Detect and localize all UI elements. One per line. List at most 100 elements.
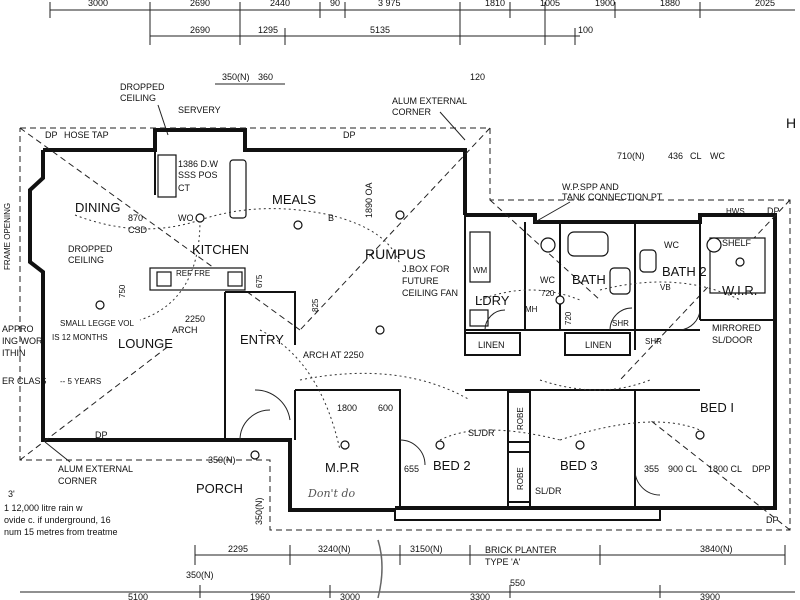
room-robe-2: ROBE	[516, 467, 525, 490]
note-wo: WO	[178, 213, 194, 223]
room-ldry: LDRY	[475, 293, 510, 308]
dim-bottom-2: 3240(N)	[318, 544, 351, 554]
dim-cl: CL	[690, 151, 702, 161]
note-dp-2: DP	[343, 130, 356, 140]
dim-top2-4: 100	[578, 25, 593, 35]
dim-top-9: 1880	[660, 0, 680, 8]
margin-text-1: APPRO	[2, 324, 34, 334]
note-sss-pos: SSS POS	[178, 170, 218, 180]
note-b: B	[328, 213, 334, 223]
dim-900-cl: 900 CL	[668, 464, 697, 474]
interior-walls	[149, 130, 775, 508]
note-jbox-1: J.BOX FOR	[402, 264, 450, 274]
margin-text-6: IS 12 MONTHS	[52, 333, 108, 342]
handwritten-stroke	[377, 539, 383, 599]
note-dropped-ceiling-top: DROPPED	[120, 82, 165, 92]
note-csd: CSD	[128, 225, 148, 235]
note-1890-oa: 1890 OA	[364, 182, 374, 218]
dim-436: 436	[668, 151, 683, 161]
room-wc-1: WC	[540, 275, 555, 285]
leader-alum-bot	[44, 441, 71, 463]
note-wpspp: W.P.SPP AND	[562, 182, 619, 192]
right-edge-letter: H	[786, 115, 796, 131]
dim-675: 675	[255, 274, 264, 288]
dim-710n: 710(N)	[617, 151, 645, 161]
note-wm: WM	[473, 266, 488, 275]
dim-top-5: 3 975	[378, 0, 401, 8]
room-entry: ENTRY	[240, 332, 284, 347]
note-arch: ARCH	[172, 325, 198, 335]
note-dropped-ceiling-top-2: CEILING	[120, 93, 156, 103]
note-dishwasher: 1386 D.W	[178, 159, 219, 169]
room-linen-1: LINEN	[478, 340, 505, 350]
note-alum-corner-bot-2: CORNER	[58, 476, 98, 486]
note-frame-opening: FRAME OPENING	[3, 203, 12, 270]
dim-120-top: 120	[470, 72, 485, 82]
dim-top-3: 2440	[270, 0, 290, 8]
bottom-note-4: num 15 metres from treatme	[4, 527, 118, 537]
room-linen-2: LINEN	[585, 340, 612, 350]
electrical-circuits	[74, 208, 741, 451]
note-dropped-ceiling-left: DROPPED	[68, 244, 113, 254]
dim-edge-4: 3300	[470, 592, 490, 600]
fixtures	[156, 154, 766, 327]
note-sl-dr-1: SL/DR	[468, 428, 495, 438]
room-wir: W.I.R.	[722, 283, 757, 298]
note-alum-corner-top-2: CORNER	[392, 107, 432, 117]
dim-bottom-6: 550	[510, 578, 525, 588]
dim-top-7: 1005	[540, 0, 560, 8]
room-robe-1: ROBE	[516, 407, 525, 430]
dim-360-top: 360	[258, 72, 273, 82]
room-shelf: SHELF	[722, 238, 752, 248]
margin-text-4: ER CLASS	[2, 376, 47, 386]
room-bed2: BED 2	[433, 458, 471, 473]
dim-355: 355	[644, 464, 659, 474]
dim-edge-5: 3900	[700, 592, 720, 600]
room-bath-1: BATH	[572, 272, 606, 287]
room-bed3: BED 3	[560, 458, 598, 473]
note-dp-5: DP	[766, 515, 779, 525]
note-hws: HWS	[726, 207, 745, 216]
room-mpr: M.P.R	[325, 460, 359, 475]
note-720-2: 720	[564, 311, 573, 325]
note-jbox-3: CEILING FAN	[402, 288, 458, 298]
note-type-a: TYPE 'A'	[485, 557, 521, 567]
dim-top-1: 3000	[88, 0, 108, 8]
note-sl-door: SL/DOOR	[712, 335, 753, 345]
dim-1800-cl: 1800 CL	[708, 464, 742, 474]
note-shr-2: SHR	[645, 337, 662, 346]
eave-outline	[19, 127, 791, 531]
note-ct: CT	[178, 183, 190, 193]
dim-edge-3: 3000	[340, 592, 360, 600]
margin-text-2: ING WOR	[2, 336, 43, 346]
note-arch-2250: 2250	[185, 314, 205, 324]
note-870: 870	[128, 213, 143, 223]
note-mh: MH	[525, 305, 538, 314]
dim-top2-3: 5135	[370, 25, 390, 35]
dim-bottom-1: 2295	[228, 544, 248, 554]
room-porch: PORCH	[196, 481, 243, 496]
dim-wc: WC	[710, 151, 725, 161]
dim-top-10: 2025	[755, 0, 775, 8]
note-sl-dr-2: SL/DR	[535, 486, 562, 496]
dim-top-8: 1900	[595, 0, 615, 8]
dim-655: 655	[404, 464, 419, 474]
bottom-note-1: 3'	[8, 489, 15, 499]
dim-350n-porch-2: 350(N)	[254, 497, 264, 525]
dim-top-2: 2690	[190, 0, 210, 8]
note-mirrored: MIRRORED	[712, 323, 761, 333]
note-arch-at-2250: ARCH AT 2250	[303, 350, 364, 360]
margin-text-3: ITHIN	[2, 348, 26, 358]
note-dropped-ceiling-left-2: CEILING	[68, 255, 104, 265]
dim-bottom-5: 350(N)	[186, 570, 214, 580]
note-tank-connection: TANK CONNECTION PT	[562, 192, 663, 202]
room-wc-2: WC	[664, 240, 679, 250]
note-ref-fre: REF FRE	[176, 269, 210, 278]
note-dp-1: DP	[45, 130, 58, 140]
handwritten-note: Don't do	[307, 487, 356, 500]
note-hose-tap: HOSE TAP	[64, 130, 109, 140]
dim-1800: 1800	[337, 403, 357, 413]
door-swings	[239, 307, 701, 496]
exterior-walls	[28, 128, 777, 521]
